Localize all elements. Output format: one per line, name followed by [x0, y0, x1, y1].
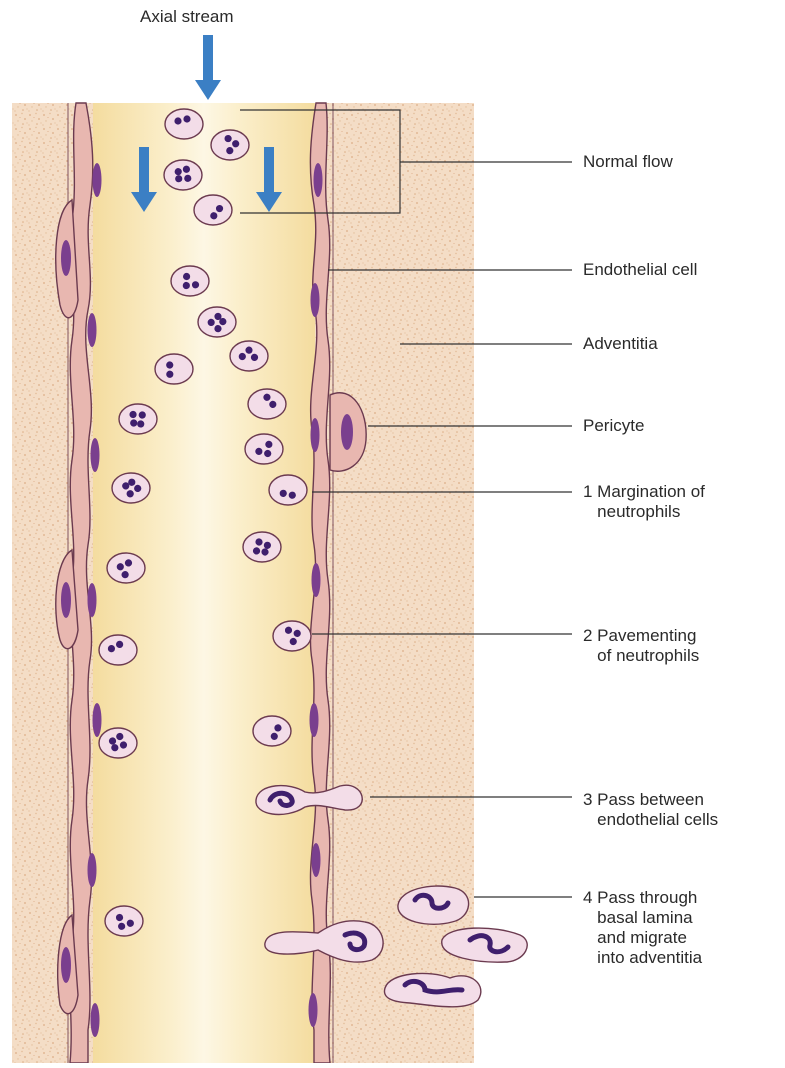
neutrophil — [245, 434, 283, 464]
endothelial-nucleus — [88, 583, 97, 617]
endothelial-nucleus — [91, 1003, 100, 1037]
neutrophil-body — [245, 434, 283, 464]
step3-label: 3 Pass between endothelial cells — [583, 790, 718, 830]
neutrophil-body — [198, 307, 236, 337]
outer-cell-nucleus-1 — [61, 240, 71, 276]
neutrophil — [105, 906, 143, 936]
neutrophil-body — [107, 553, 145, 583]
step1-label: 1 Margination of neutrophils — [583, 482, 705, 522]
neutrophil — [230, 341, 268, 371]
endothelial-nucleus — [311, 283, 320, 317]
outer-cell-nucleus-2 — [61, 582, 71, 618]
step4-label: 4 Pass through basal lamina and migrate … — [583, 888, 702, 968]
down-arrow-icon — [195, 35, 221, 100]
neutrophil-body — [99, 635, 137, 665]
neutrophil-body — [273, 621, 311, 651]
neutrophil-body — [230, 341, 268, 371]
endothelial-nucleus — [312, 843, 321, 877]
neutrophil-body — [171, 266, 209, 296]
neutrophil — [243, 532, 281, 562]
endothelial-nucleus — [88, 853, 97, 887]
pericyte-nucleus — [341, 414, 353, 450]
neutrophil — [198, 307, 236, 337]
neutrophil — [171, 266, 209, 296]
endothelial-nucleus — [311, 418, 320, 452]
neutrophil — [194, 195, 232, 225]
neutrophil-body — [165, 109, 203, 139]
neutrophil — [155, 354, 193, 384]
endothelial-cell-label: Endothelial cell — [583, 260, 697, 280]
step2-label: 2 Pavementing of neutrophils — [583, 626, 699, 666]
neutrophil-body — [105, 906, 143, 936]
neutrophil-body — [243, 532, 281, 562]
neutrophil — [99, 728, 137, 758]
endothelial-nucleus — [312, 563, 321, 597]
neutrophil — [253, 716, 291, 746]
endothelial-nucleus — [93, 163, 102, 197]
adventitia-label: Adventitia — [583, 334, 658, 354]
neutrophil-body — [253, 716, 291, 746]
neutrophil-body — [119, 404, 157, 434]
neutrophil-body — [164, 160, 202, 190]
neutrophil-body — [99, 728, 137, 758]
neutrophil — [269, 475, 307, 505]
endothelial-nucleus — [309, 993, 318, 1027]
neutrophil — [107, 553, 145, 583]
outer-cell-nucleus-3 — [61, 947, 71, 983]
endothelial-nucleus — [88, 313, 97, 347]
endothelial-nucleus — [310, 703, 319, 737]
endothelial-nucleus — [93, 703, 102, 737]
neutrophil — [119, 404, 157, 434]
neutrophil-body — [155, 354, 193, 384]
neutrophil-body — [211, 130, 249, 160]
normal-flow-label: Normal flow — [583, 152, 673, 172]
neutrophil-body — [112, 473, 150, 503]
axial-stream-label: Axial stream — [140, 7, 234, 27]
neutrophil-body — [248, 389, 286, 419]
pericyte-label: Pericyte — [583, 416, 644, 436]
neutrophil — [99, 635, 137, 665]
endothelial-nucleus — [314, 163, 323, 197]
neutrophil — [112, 473, 150, 503]
neutrophil — [164, 160, 202, 190]
endothelial-nucleus — [91, 438, 100, 472]
neutrophil — [165, 109, 203, 139]
neutrophil — [273, 621, 311, 651]
neutrophil — [248, 389, 286, 419]
neutrophil-body — [269, 475, 307, 505]
neutrophil — [211, 130, 249, 160]
neutrophil-body — [194, 195, 232, 225]
